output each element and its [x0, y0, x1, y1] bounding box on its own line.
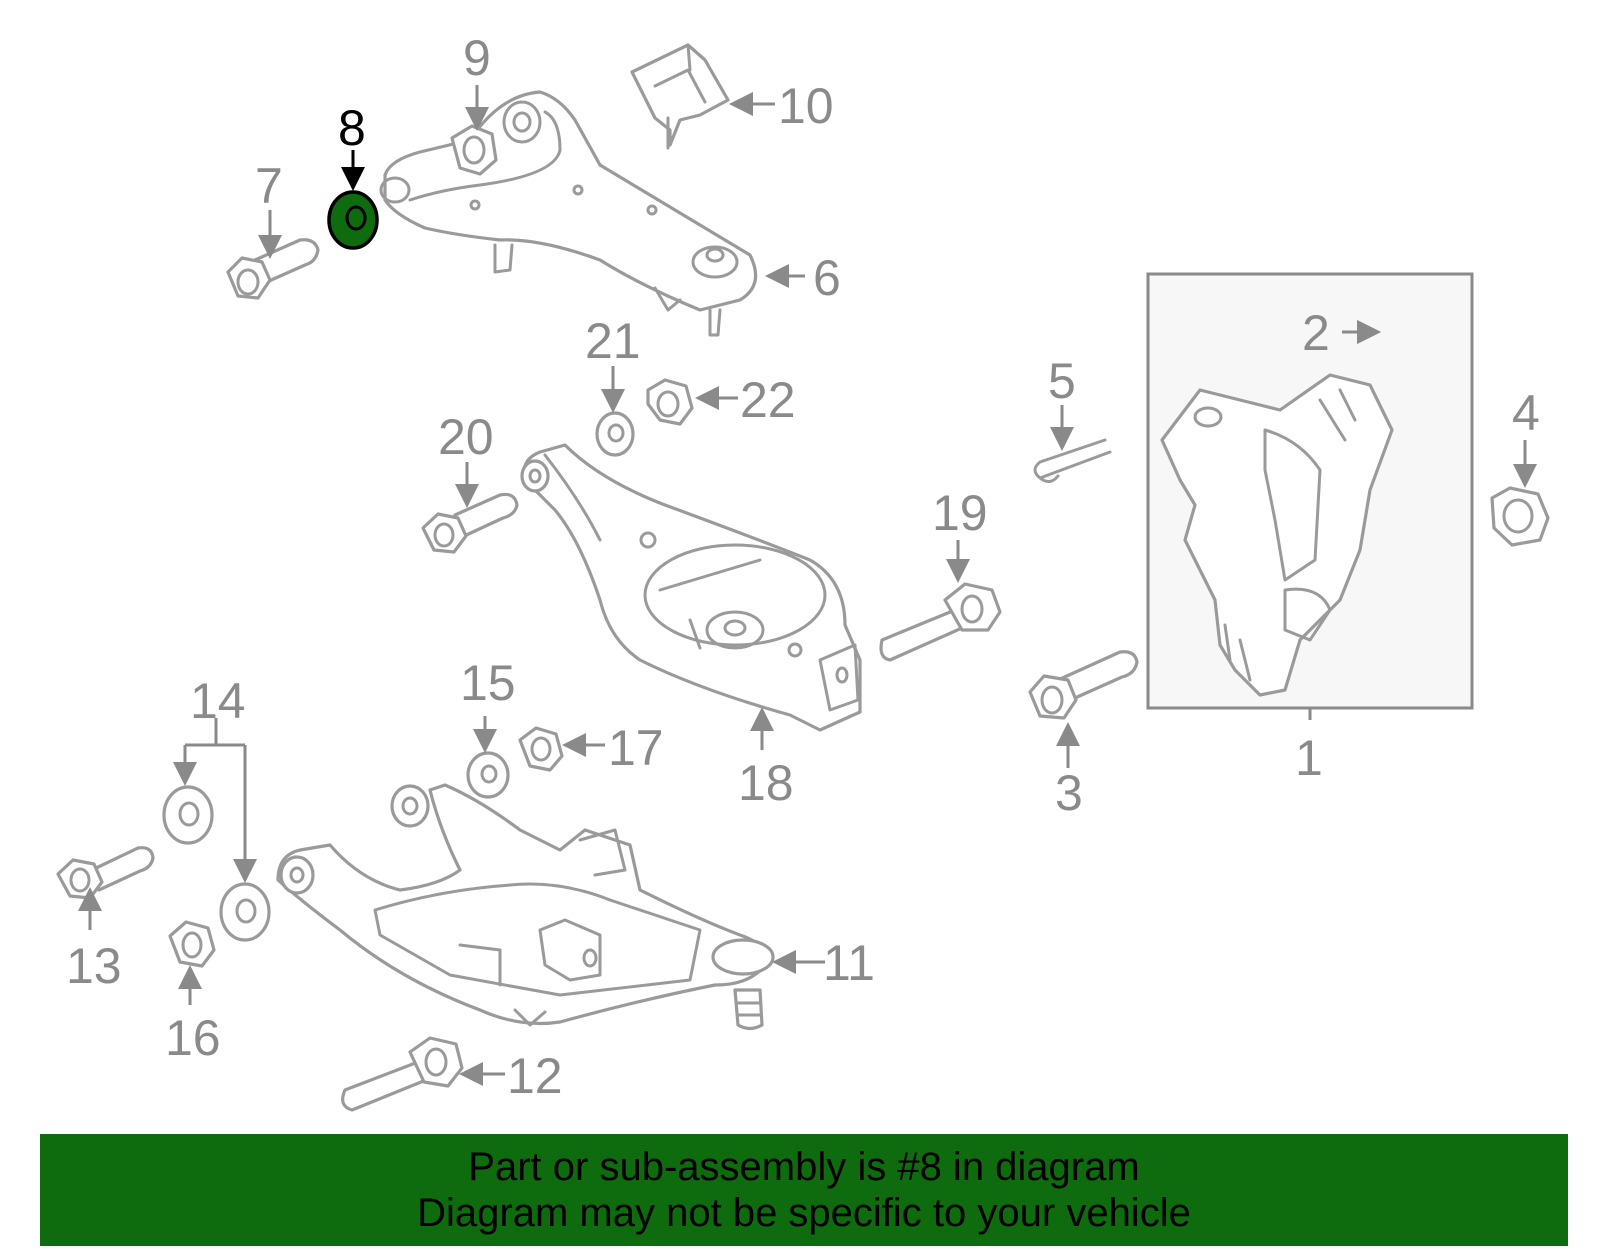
part-1-knuckle-assembly[interactable]	[1146, 272, 1474, 710]
label-21: 21	[585, 313, 641, 369]
label-11: 11	[823, 935, 875, 991]
label-6: 6	[813, 250, 841, 306]
label-17: 17	[608, 720, 664, 776]
part-10-bracket[interactable]	[630, 43, 730, 150]
banner-line-1: Part or sub-assembly is #8 in diagram	[468, 1145, 1140, 1189]
label-4: 4	[1512, 385, 1540, 441]
part-12-bolt[interactable]	[341, 1036, 464, 1112]
label-7: 7	[255, 158, 283, 214]
label-15: 15	[460, 655, 516, 711]
part-22-nut[interactable]	[646, 378, 694, 426]
label-5: 5	[1048, 353, 1076, 409]
part-16-nut[interactable]	[168, 920, 216, 968]
label-8: 8	[338, 100, 366, 156]
part-13-bolt[interactable]	[56, 846, 155, 900]
label-2: 2	[1302, 305, 1330, 361]
label-19: 19	[932, 485, 988, 541]
part-8-washer-highlighted[interactable]	[327, 190, 379, 250]
label-3: 3	[1055, 765, 1083, 821]
label-14: 14	[190, 673, 246, 729]
label-1: 1	[1295, 730, 1323, 786]
label-18: 18	[738, 755, 794, 811]
label-22: 22	[740, 372, 796, 428]
label-12: 12	[507, 1048, 563, 1104]
label-9: 9	[463, 30, 491, 86]
part-4-nut[interactable]	[1490, 486, 1550, 547]
callout-labels: 1 2 3 4 5 6 7 8 9 10 11 12 13 14 15 16 1…	[66, 30, 1540, 1104]
part-14-washers[interactable]	[162, 785, 271, 942]
part-info-banner: Part or sub-assembly is #8 in diagram Di…	[40, 1134, 1568, 1246]
label-20: 20	[438, 409, 494, 465]
label-16: 16	[165, 1010, 221, 1066]
part-5-cotter-pin[interactable]	[1033, 438, 1112, 483]
part-15-washer[interactable]	[466, 751, 510, 799]
part-21-washer[interactable]	[595, 411, 635, 457]
part-6-upper-control-arm[interactable]	[379, 90, 758, 337]
label-13: 13	[66, 938, 122, 994]
label-10: 10	[778, 78, 834, 134]
part-9-nut[interactable]	[450, 124, 498, 176]
part-17-nut[interactable]	[518, 726, 564, 772]
banner-line-2: Diagram may not be specific to your vehi…	[417, 1191, 1191, 1235]
leader-lines	[78, 85, 1537, 1086]
part-3-bolt[interactable]	[1028, 650, 1139, 720]
part-11-lower-control-arm[interactable]	[276, 783, 775, 1031]
part-20-bolt[interactable]	[421, 492, 519, 554]
part-7-bolt[interactable]	[226, 238, 320, 300]
part-18-lower-spring-link[interactable]	[520, 443, 862, 732]
part-19-bolt[interactable]	[879, 582, 1002, 662]
